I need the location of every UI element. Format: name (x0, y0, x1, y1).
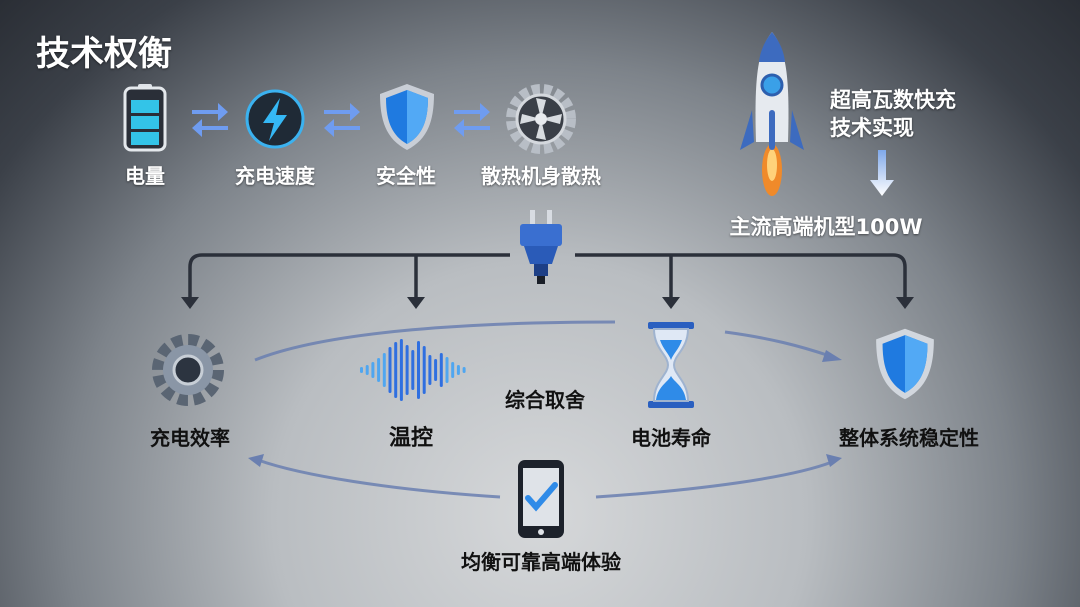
page-title: 技术权衡 (36, 34, 172, 74)
down-arrow-icon (870, 150, 894, 196)
factor-label-stability: 整体系统稳定性 (839, 426, 979, 450)
factor-label-efficiency: 充电效率 (150, 426, 230, 450)
chain-label-charging-speed: 充电速度 (235, 164, 315, 188)
lightning-icon (245, 89, 305, 149)
chain-label-safety: 安全性 (376, 164, 436, 188)
shield-icon (876, 328, 934, 400)
swap-arrows-icon (454, 103, 490, 137)
hourglass-icon (648, 322, 694, 408)
factor-label-thermal: 温控 (388, 426, 434, 451)
shield-icon (380, 84, 434, 150)
rocket-icon (740, 32, 804, 196)
fan-gear-icon (506, 84, 576, 154)
chain-label-heat: 散热机身散热 (481, 164, 601, 188)
swap-arrows-icon (324, 103, 360, 137)
plug-icon (520, 210, 562, 284)
battery-icon (123, 84, 167, 152)
rocket-note-line1: 超高瓦数快充 (830, 88, 956, 112)
center-label: 综合取舍 (505, 388, 585, 412)
sound-wave-icon (360, 339, 466, 401)
factor-label-battery-life: 电池寿命 (631, 426, 711, 450)
rocket-result: 主流高端机型100W (729, 215, 923, 239)
bottom-label: 均衡可靠高端体验 (461, 550, 621, 574)
swap-arrows-icon (192, 103, 228, 137)
chain-label-battery: 电量 (125, 164, 165, 188)
phone-check-icon (518, 460, 564, 538)
rocket-note-line2: 技术实现 (830, 116, 914, 140)
gear-icon (152, 334, 224, 406)
